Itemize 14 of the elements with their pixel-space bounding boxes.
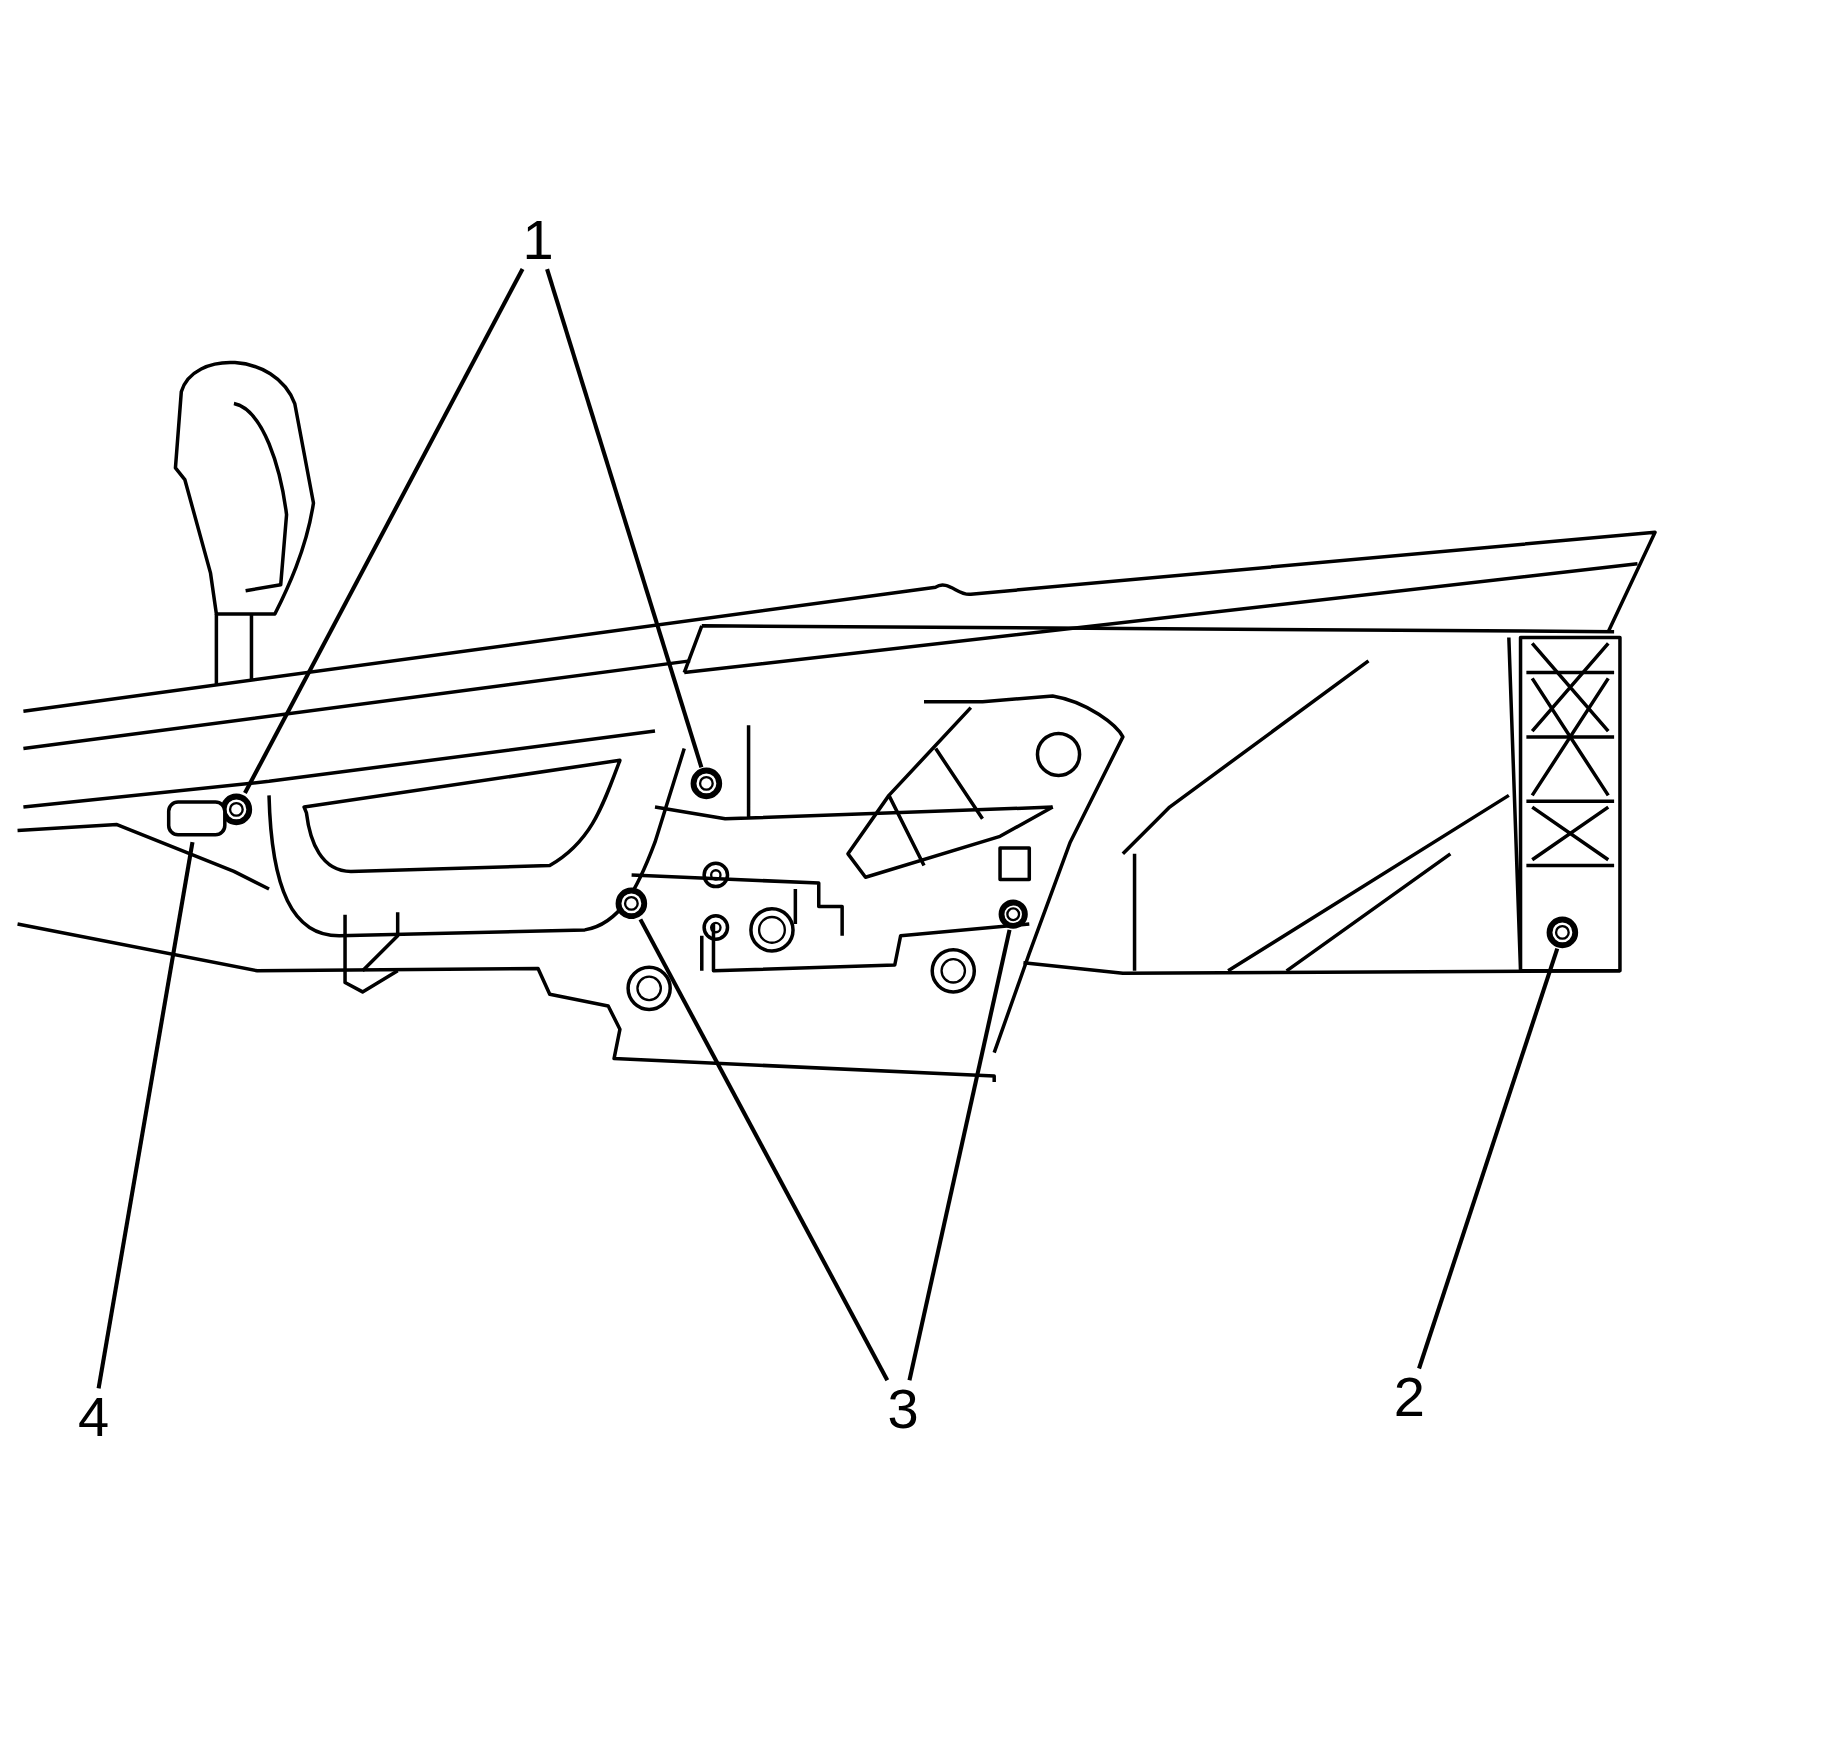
callout-number: 4 bbox=[70, 1388, 117, 1447]
leader-line bbox=[907, 929, 1012, 1381]
fastener-icon bbox=[690, 767, 723, 801]
leader-line bbox=[1417, 947, 1560, 1370]
leader-line bbox=[96, 841, 195, 1389]
leader-line bbox=[243, 268, 525, 794]
callout-number: 1 bbox=[514, 210, 562, 269]
fastener-icon bbox=[997, 899, 1029, 930]
leader-line bbox=[545, 268, 704, 768]
fastener-icon bbox=[615, 886, 648, 920]
leader-line bbox=[638, 918, 890, 1382]
fastener-icon bbox=[1546, 915, 1579, 949]
callout-number: 3 bbox=[879, 1380, 927, 1439]
callout-number: 2 bbox=[1386, 1368, 1433, 1427]
